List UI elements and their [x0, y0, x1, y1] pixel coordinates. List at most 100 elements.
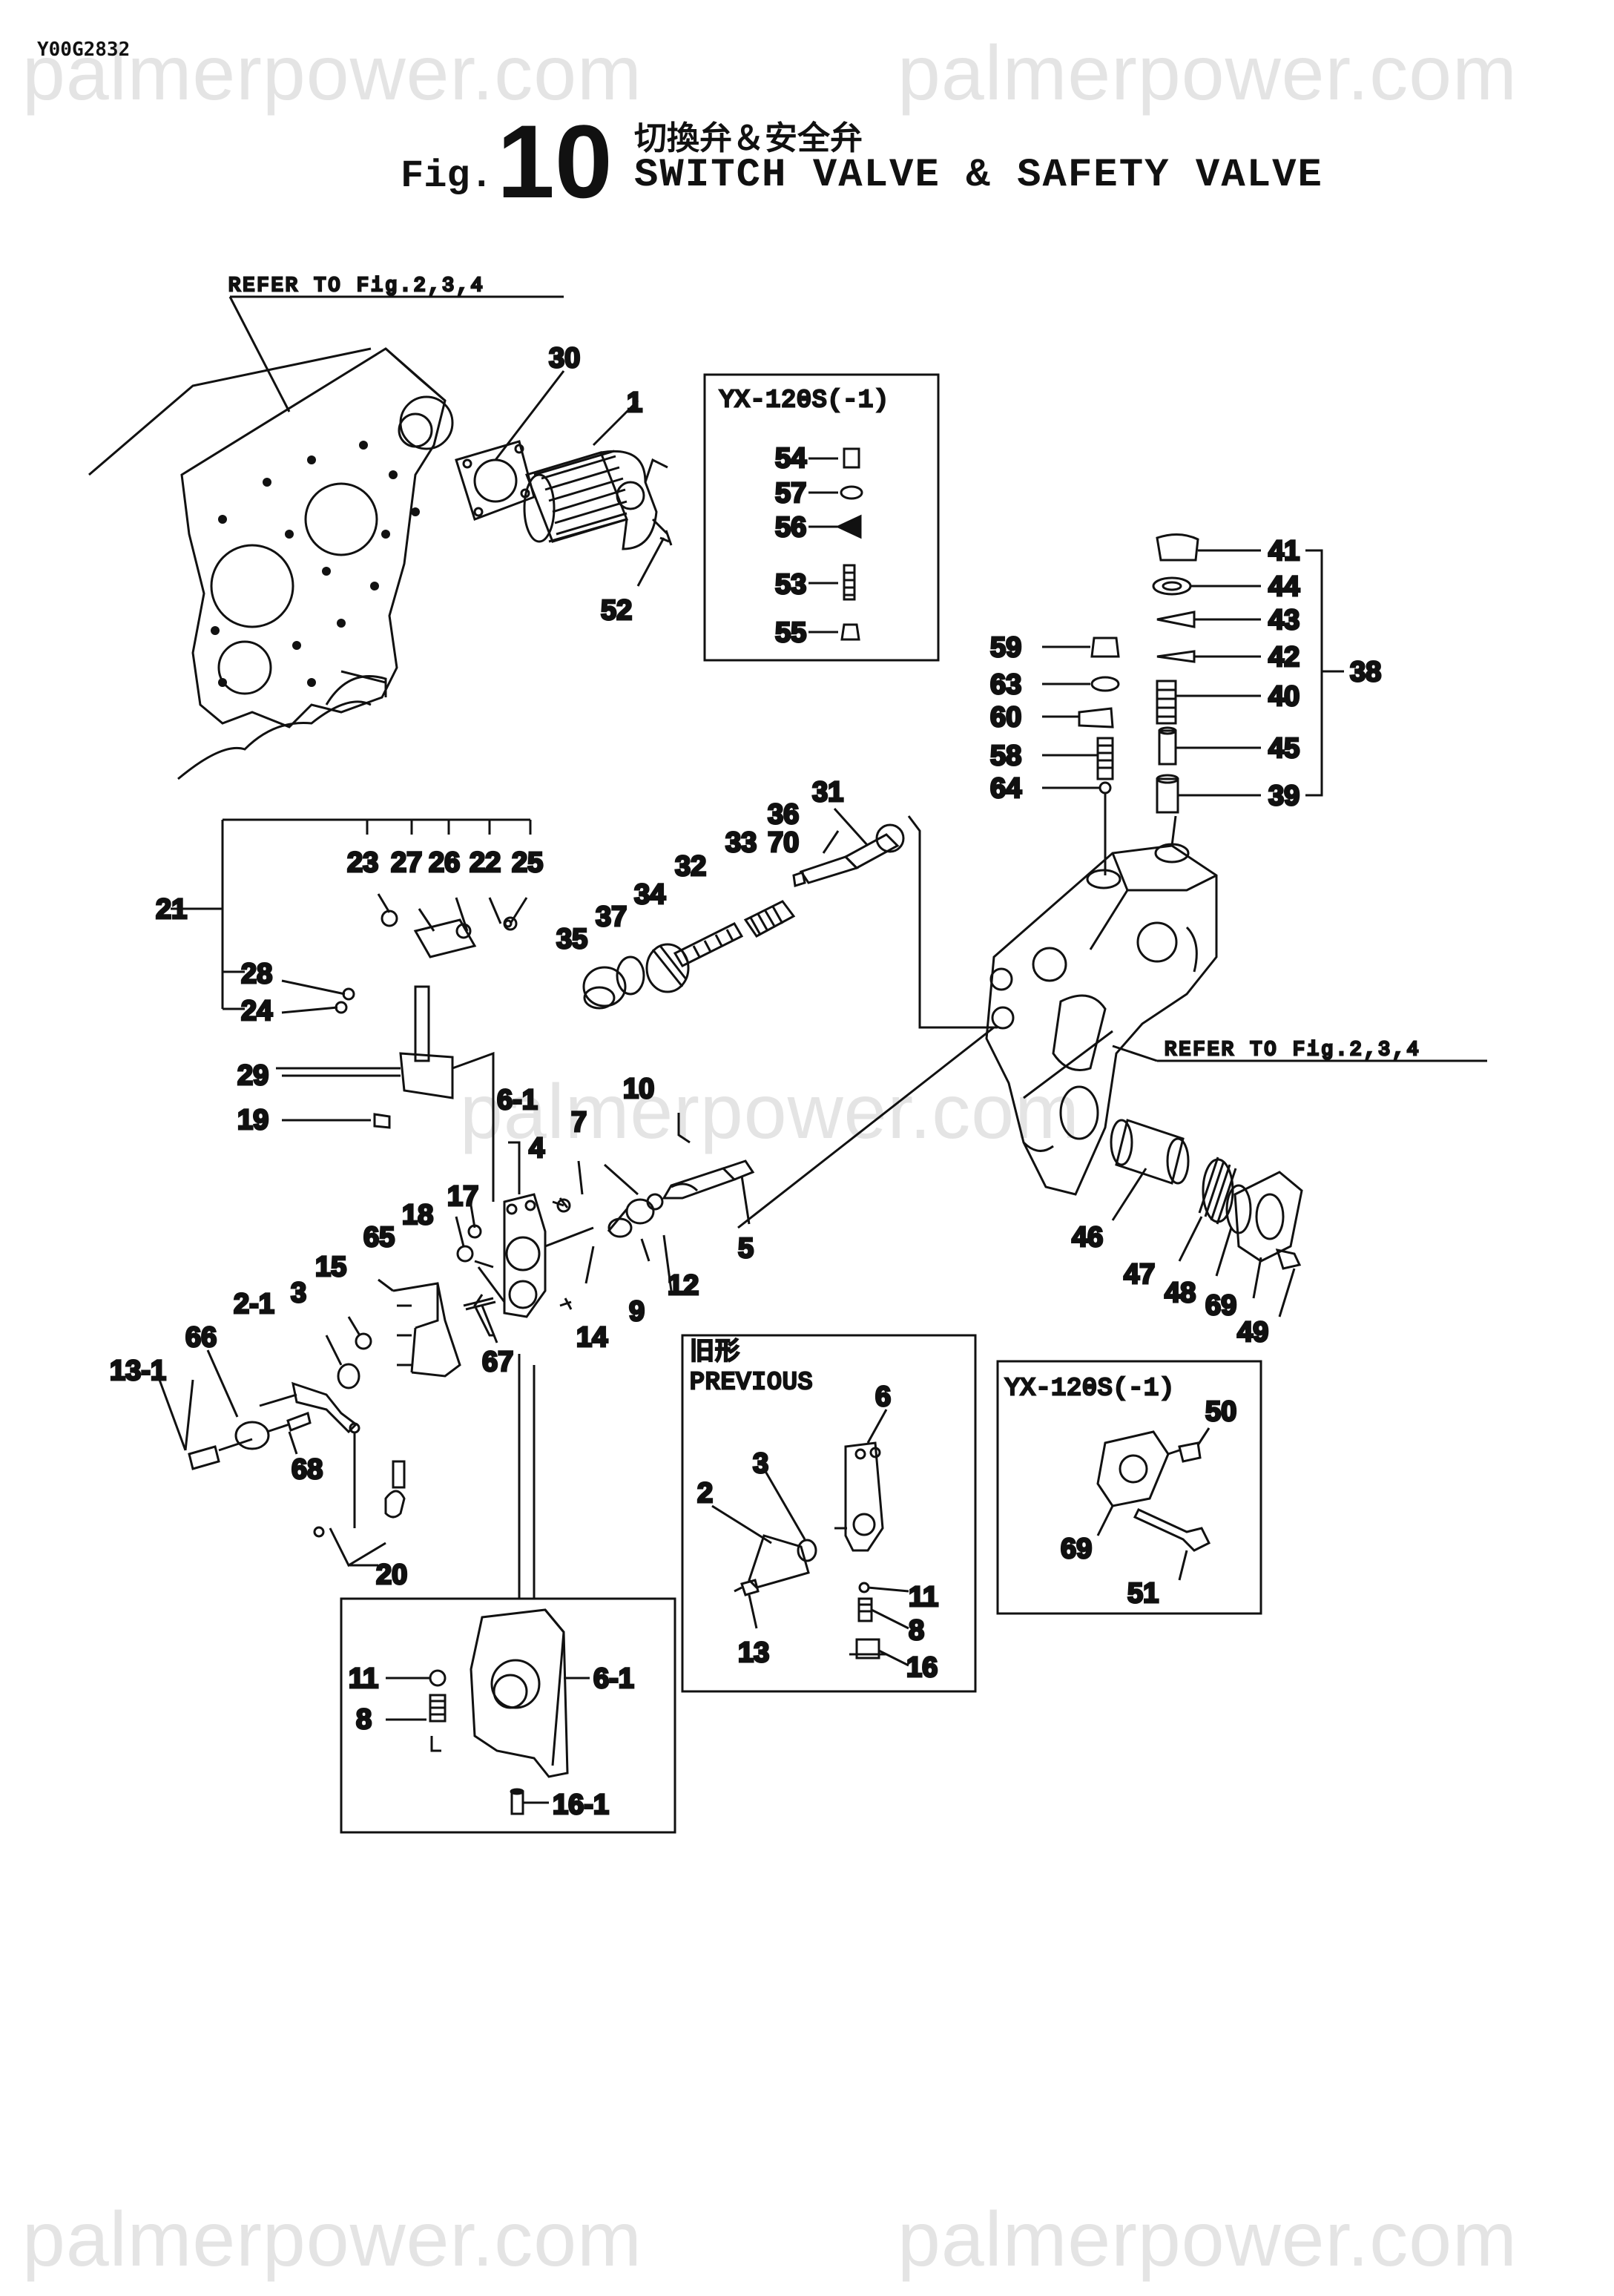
box-part-label: 11: [909, 1582, 938, 1613]
guide-line-31: [907, 815, 998, 1029]
detail-box: [340, 1354, 676, 1834]
part-label-24: 24: [241, 996, 272, 1027]
watermark-bottom-right: palmerpower.com: [897, 2197, 1518, 2283]
watermark-top-left: palmerpower.com: [22, 30, 642, 116]
reference-label-right: REFER TO Fig.2,3,4: [1165, 1039, 1421, 1062]
box-part-label: 3: [753, 1448, 768, 1479]
reference-leader-right: [1112, 1045, 1158, 1062]
part-label-60: 60: [990, 702, 1021, 733]
part-label-2-1: 2-1: [234, 1289, 274, 1320]
reference-label-top-left: REFER TO Fig.2,3,4: [228, 275, 485, 297]
part-label-3: 3: [291, 1277, 306, 1309]
safety-valve-parts-drawing: [1110, 1119, 1303, 1318]
yx-bottom-box: [996, 1360, 1262, 1615]
box-part-label: 57: [775, 478, 806, 509]
part-label-32: 32: [675, 851, 706, 882]
filter-1-drawing: [523, 399, 673, 587]
part-label-28: 28: [241, 958, 272, 990]
box-part-label: 6: [875, 1381, 891, 1412]
previous-box-title-en: PREVIOUS: [690, 1369, 813, 1396]
part-label-64: 64: [990, 773, 1021, 804]
part-label-6-1: 6-1: [497, 1085, 538, 1116]
bracket-21-group-drawing: [199, 818, 532, 1202]
part-label-67: 67: [482, 1346, 513, 1378]
part-label-29: 29: [237, 1060, 269, 1091]
part-label-52: 52: [601, 595, 632, 626]
part-label-12: 12: [668, 1270, 699, 1301]
part-label-46: 46: [1072, 1222, 1103, 1253]
part-label-40: 40: [1268, 681, 1300, 712]
yx-top-box-title: YX-120S(-1): [719, 386, 889, 414]
figure-title-jp: 切換弁＆安全弁: [634, 119, 863, 157]
part-label-58: 58: [990, 740, 1021, 772]
box-part-label: 50: [1205, 1396, 1236, 1427]
part-label-42: 42: [1268, 642, 1300, 673]
yx-bottom-box-title: YX-120S(-1): [1005, 1375, 1175, 1402]
part-label-69: 69: [1205, 1290, 1236, 1321]
figure-number: 10: [497, 103, 613, 220]
part-label-39: 39: [1268, 780, 1300, 812]
figure-title-en: SWITCH VALVE & SAFETY VALVE: [634, 153, 1323, 198]
part-label-25: 25: [512, 847, 543, 878]
watermark-bottom-left: palmerpower.com: [22, 2197, 642, 2283]
watermark-center: palmerpower.com: [460, 1069, 1080, 1155]
part-label-70: 70: [768, 827, 799, 858]
part-label-31: 31: [812, 777, 843, 808]
part-label-15: 15: [315, 1251, 346, 1283]
part-label-38: 38: [1350, 657, 1381, 688]
figure-prefix: Fig.: [401, 154, 493, 198]
watermark-top-right: palmerpower.com: [897, 30, 1518, 116]
part-label-19: 19: [237, 1105, 269, 1136]
part-label-18: 18: [402, 1200, 433, 1231]
part-label-47: 47: [1124, 1259, 1155, 1290]
part-label-66: 66: [185, 1322, 217, 1353]
pin-67-drawing: [463, 1297, 498, 1343]
part-label-9: 9: [629, 1296, 645, 1327]
box-part-label: 51: [1127, 1578, 1159, 1609]
part-label-4: 4: [529, 1133, 544, 1164]
box-part-label: 69: [1061, 1533, 1092, 1565]
part-label-44: 44: [1268, 571, 1300, 602]
box-part-label: 53: [775, 569, 806, 600]
part-label-63: 63: [990, 669, 1021, 700]
lever-housing-drawing: [455, 1113, 755, 1337]
part-label-1: 1: [627, 387, 642, 418]
part-label-65: 65: [363, 1222, 395, 1253]
box-part-label: 6-1: [593, 1663, 634, 1694]
part-label-27: 27: [391, 847, 422, 878]
box-part-label: 8: [909, 1615, 924, 1646]
lever-2-1-group-drawing: [158, 1278, 461, 1568]
valve-body-drawing: [985, 843, 1218, 1196]
part-label-68: 68: [291, 1454, 323, 1485]
part-label-35: 35: [556, 924, 587, 955]
part-label-59: 59: [990, 632, 1021, 663]
part-label-34: 34: [634, 879, 665, 910]
valve-stack-38-drawing: [1152, 533, 1344, 814]
part-label-37: 37: [596, 901, 627, 932]
part-label-26: 26: [429, 847, 460, 878]
part-label-13-1: 13-1: [110, 1355, 166, 1387]
part-label-14: 14: [576, 1322, 607, 1353]
box-part-label: 56: [775, 512, 806, 543]
previous-box: [681, 1334, 977, 1693]
spool-parts-drawing: [582, 807, 905, 1010]
part-label-45: 45: [1268, 733, 1300, 764]
plug-stack-59-64-drawing: [1042, 637, 1177, 875]
box-part-label: 54: [775, 443, 806, 474]
box-part-label: 8: [356, 1704, 372, 1735]
box-part-label: 13: [738, 1637, 769, 1668]
box-part-label: 16: [906, 1652, 938, 1683]
part-label-5: 5: [738, 1233, 754, 1264]
part-label-49: 49: [1237, 1317, 1268, 1348]
box-part-label: 16-1: [553, 1789, 609, 1820]
part-label-36: 36: [768, 799, 799, 830]
leader-lines: [171, 907, 401, 1451]
part-label-30: 30: [549, 343, 580, 374]
part-label-22: 22: [470, 847, 501, 878]
guide-line-5: [737, 1026, 995, 1229]
part-label-17: 17: [447, 1181, 478, 1212]
previous-box-title-jp: 旧形: [690, 1336, 740, 1365]
engine-housing-drawing: [88, 295, 564, 780]
box-part-label: 11: [349, 1663, 378, 1694]
